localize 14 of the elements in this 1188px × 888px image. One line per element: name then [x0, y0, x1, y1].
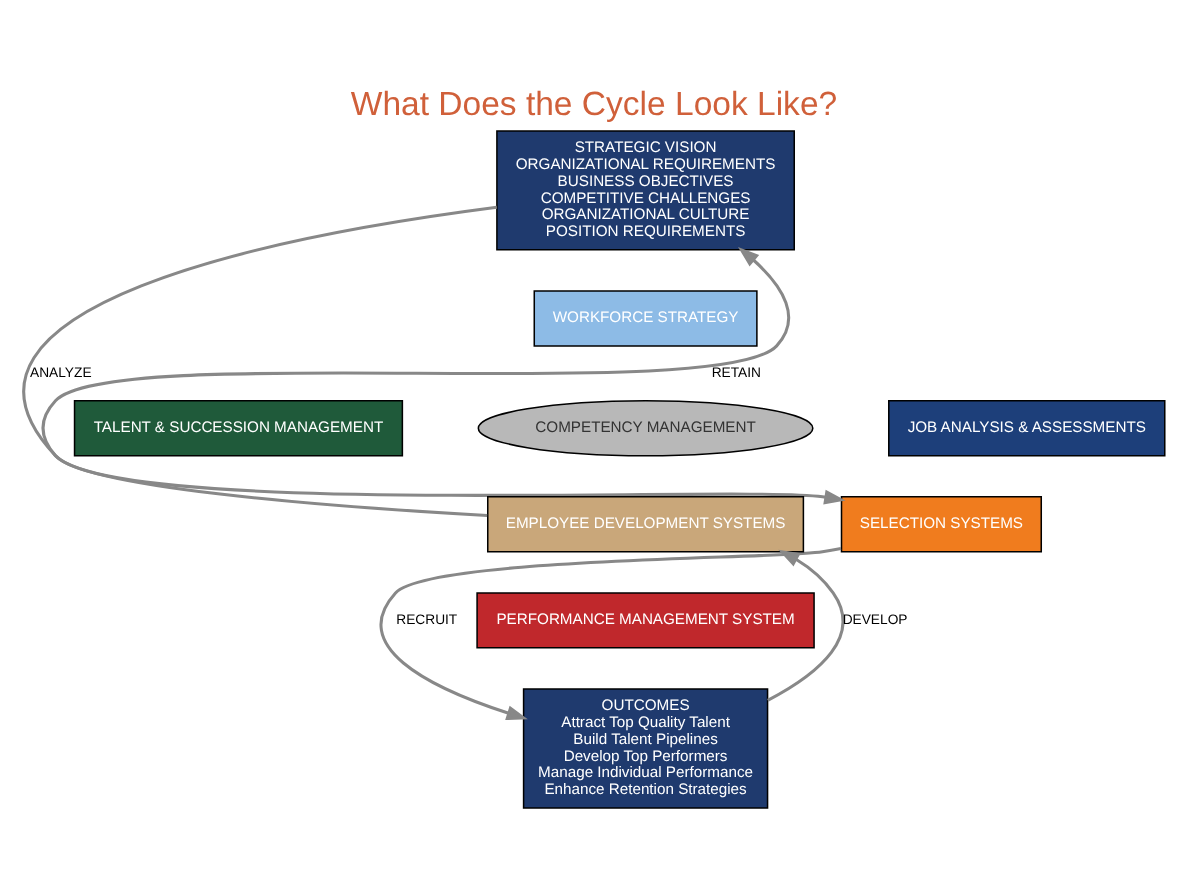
arrow: [23, 204, 846, 504]
node-box: STRATEGIC VISION ORGANIZATIONAL REQUIREMENTS BUSINESS OBJECTIVES COMPETITIVE CHALLENGES ORGANIZATIONAL CULTURE POSITION REQUIREMENTS: [496, 129, 795, 250]
node-box: SELECTION SYSTEMS: [840, 495, 1042, 552]
node-box: JOB ANALYSIS & ASSESSMENTS: [888, 399, 1166, 456]
arrow: [42, 245, 791, 516]
arrow: [379, 546, 842, 720]
node-ellipse: COMPETENCY MANAGEMENT: [477, 399, 814, 456]
node-box: OUTCOMES Attract Top Quality Talent Build Talent Pipelines Develop Top Performers Manage Individual Performance Enhance Retention Strategies: [522, 687, 769, 808]
arrow: [767, 548, 845, 701]
node-box: EMPLOYEE DEVELOPMENT SYSTEMS: [487, 495, 805, 552]
node-box: PERFORMANCE MANAGEMENT SYSTEM: [476, 591, 815, 648]
diagram-title: What Does the Cycle Look Like?: [350, 84, 838, 123]
node-box: TALENT & SUCCESSION MANAGEMENT: [73, 399, 404, 456]
node-box: WORKFORCE STRATEGY: [533, 289, 758, 346]
